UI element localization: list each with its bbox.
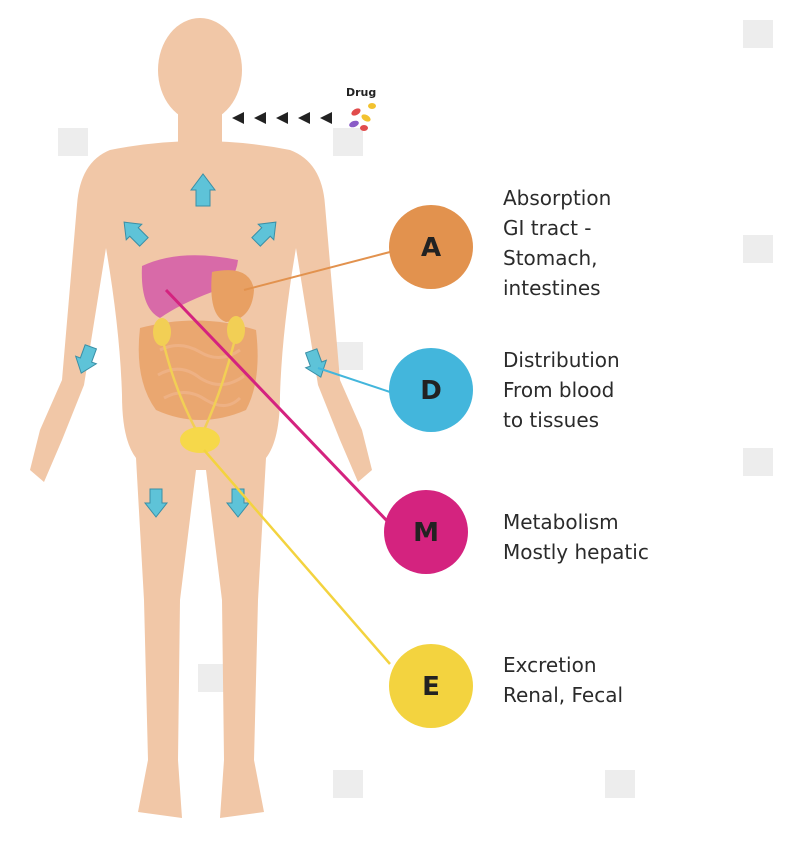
drug-label: Drug [346,86,376,99]
stage-description-line: Mostly hepatic [503,537,649,567]
stage-circle-excretion: E [389,644,473,728]
stage-letter: A [421,233,441,263]
stage-description-line: Distribution [503,345,620,375]
stage-letter: D [420,376,442,406]
stage-description-metabolism: MetabolismMostly hepatic [503,507,649,567]
stage-description-excretion: ExcretionRenal, Fecal [503,650,623,710]
stage-description-line: Stomach, [503,243,611,273]
stage-description-line: From blood [503,375,620,405]
stage-description-line: GI tract - [503,213,611,243]
stage-letter: M [413,518,439,548]
drug-intake-arrows [232,112,332,124]
stage-letter: E [422,672,440,702]
stage-description-line: intestines [503,273,611,303]
bladder [180,427,220,453]
stage-circle-metabolism: M [384,490,468,574]
pill-icon [348,103,376,131]
stage-description-line: Metabolism [503,507,649,537]
stage-circle-distribution: D [389,348,473,432]
stage-description-line: to tissues [503,405,620,435]
stage-description-distribution: DistributionFrom bloodto tissues [503,345,620,435]
stage-description-line: Renal, Fecal [503,680,623,710]
stage-description-line: Excretion [503,650,623,680]
stage-description-absorption: AbsorptionGI tract -Stomach,intestines [503,183,611,303]
stage-description-line: Absorption [503,183,611,213]
right-kidney [227,316,245,344]
left-kidney [153,318,171,346]
stage-circle-absorption: A [389,205,473,289]
